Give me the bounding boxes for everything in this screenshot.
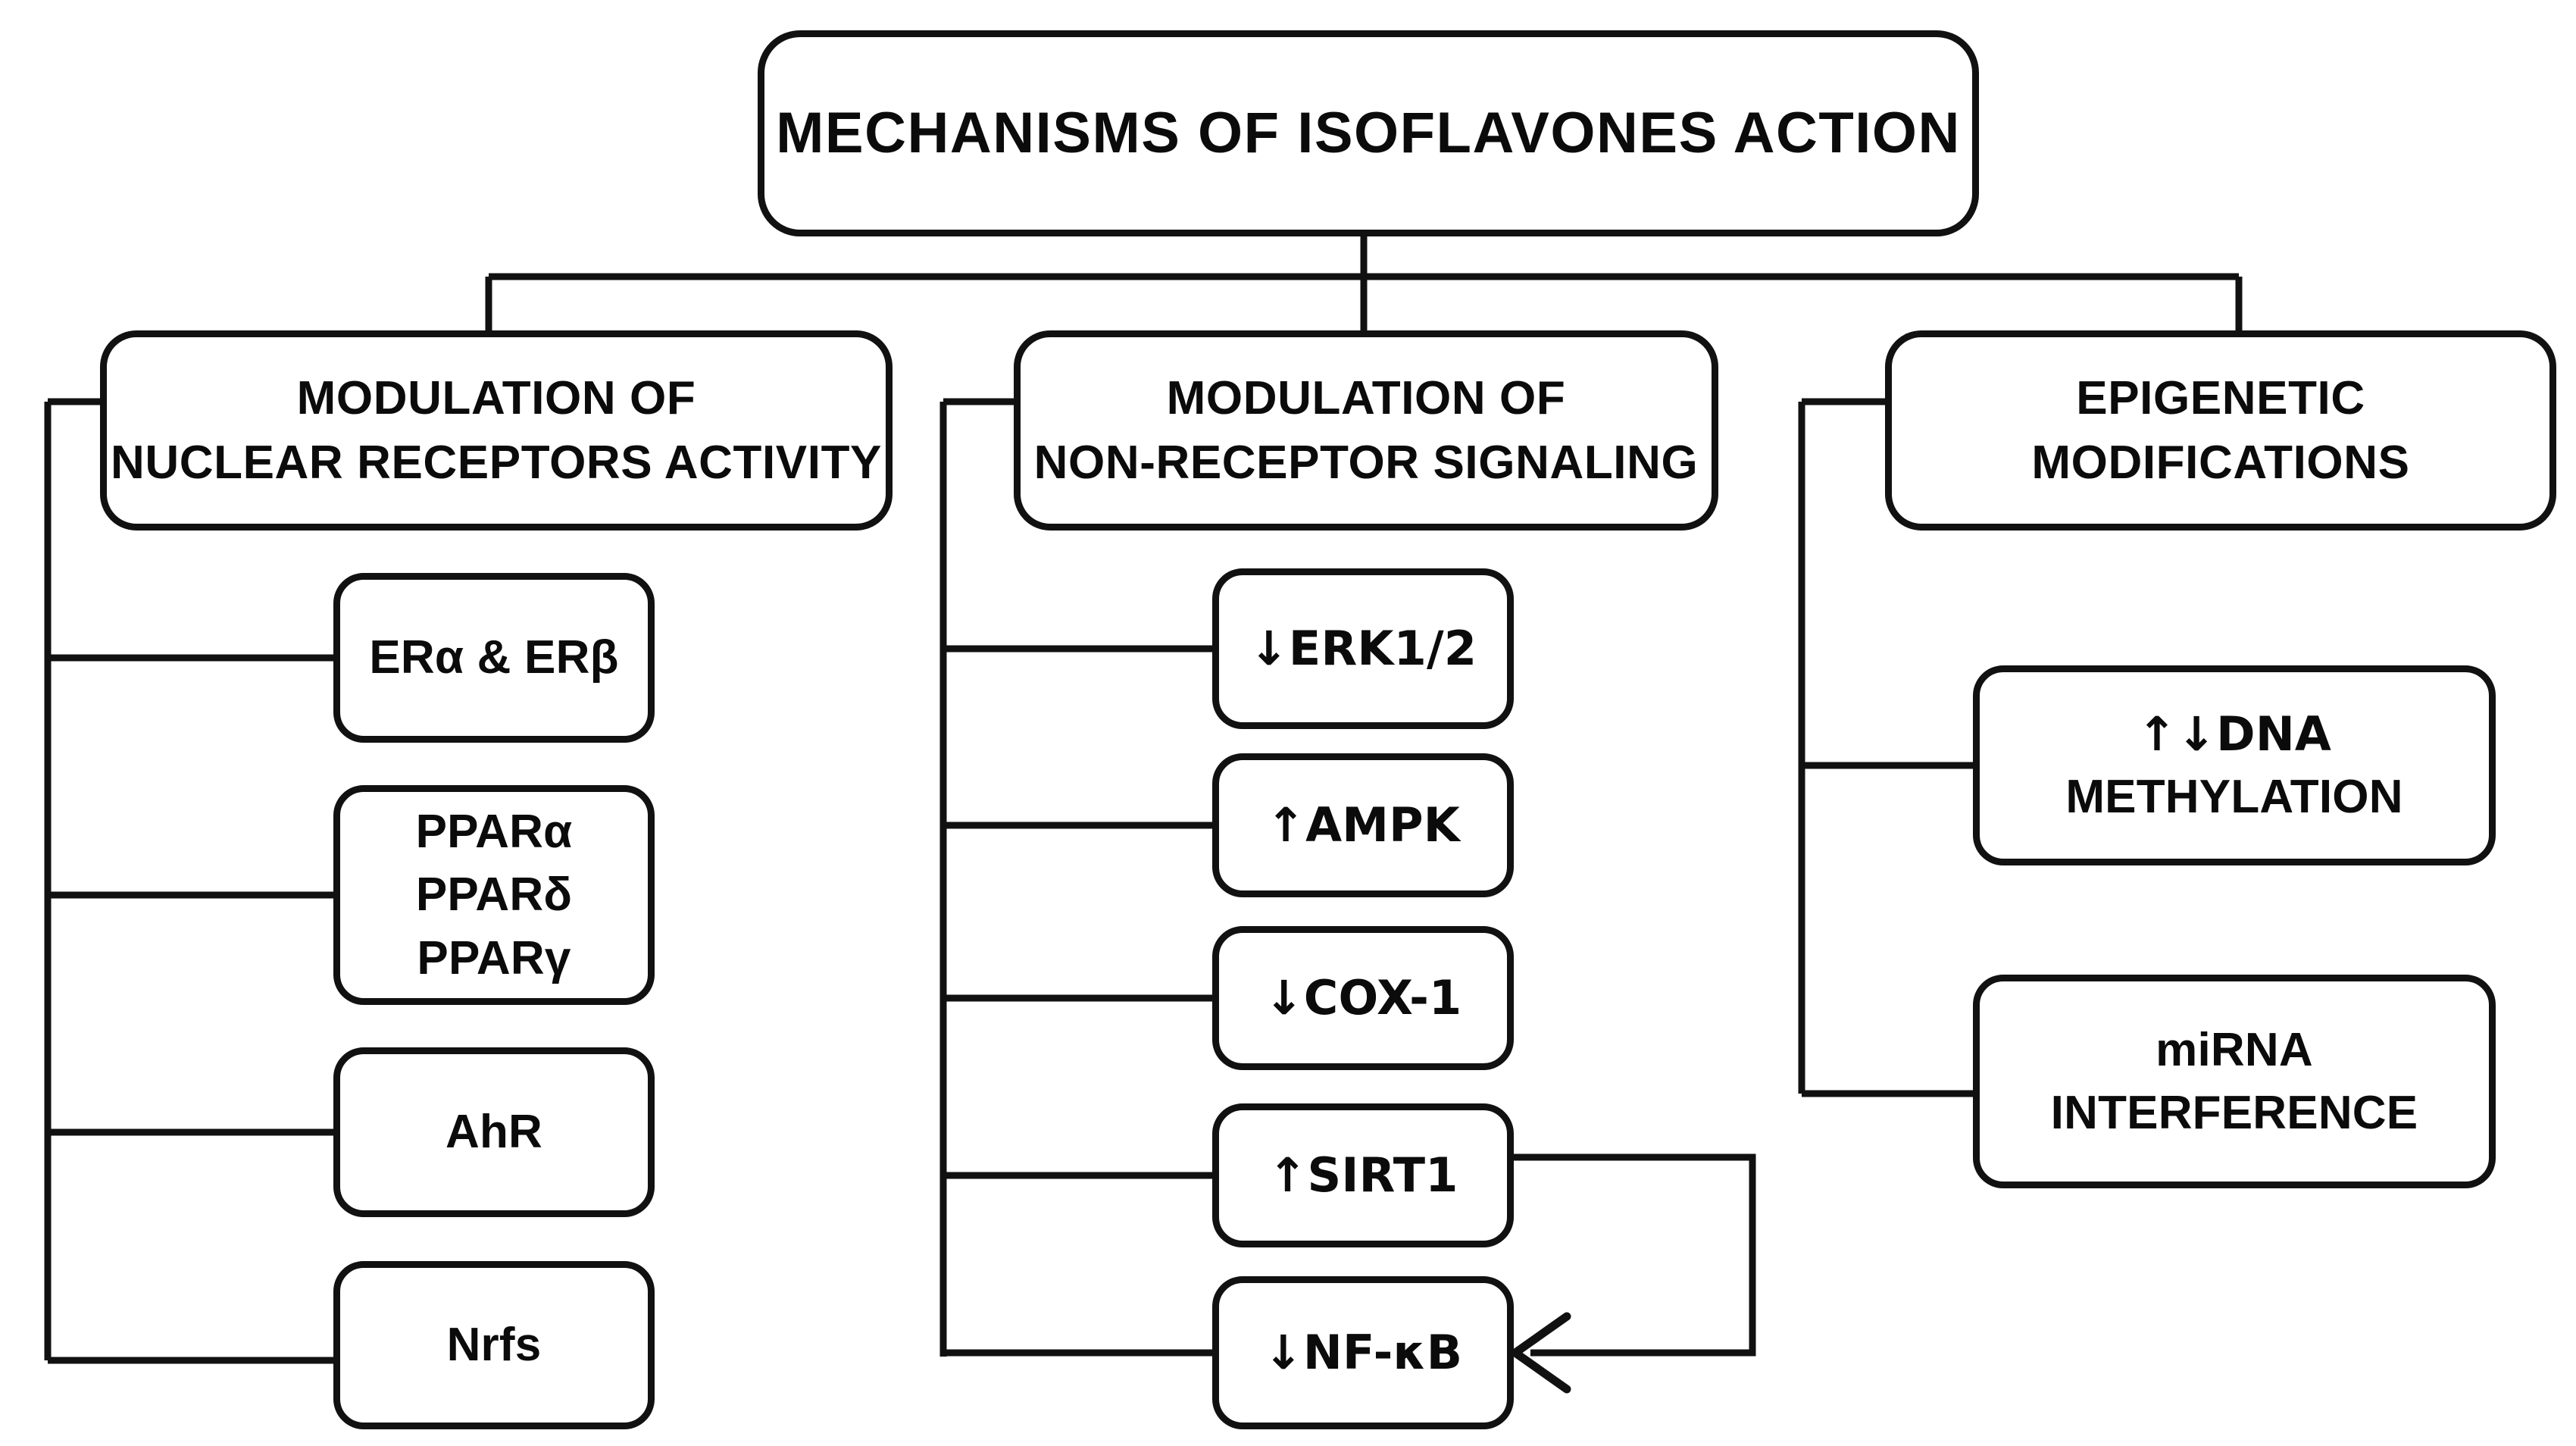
leaf-node-ahr[interactable]: AhR: [333, 1047, 655, 1217]
leaf-label-line-1: miRNA: [2156, 1023, 2313, 1076]
category-header-line-1: EPIGENETIC: [2076, 371, 2365, 424]
leaf-label: ↓COX-1: [1264, 970, 1462, 1026]
leaf-label: ↓NF-κB: [1263, 1325, 1463, 1381]
leaf-label: Nrfs: [446, 1319, 542, 1372]
leaf-node-cox-1[interactable]: ↓COX-1: [1212, 926, 1514, 1070]
category-header-line-2: NON-RECEPTOR SIGNALING: [1033, 437, 1699, 489]
leaf-label-line-1: PPARα: [415, 806, 573, 859]
category-header-epigenetic-modifications[interactable]: EPIGENETIC MODIFICATIONS: [1885, 330, 2556, 531]
category-header-nuclear-receptors[interactable]: MODULATION OF NUCLEAR RECEPTORS ACTIVITY: [100, 330, 893, 531]
leaf-node-er-alpha-beta[interactable]: ERα & ERβ: [333, 573, 655, 743]
leaf-label: ERα & ERβ: [369, 631, 619, 684]
category-header-line-1: MODULATION OF: [1166, 371, 1566, 424]
category-header-line-2: NUCLEAR RECEPTORS ACTIVITY: [110, 437, 882, 489]
leaf-label: ↑SIRT1: [1268, 1147, 1458, 1203]
leaf-node-erk1-2[interactable]: ↓ERK1/2: [1212, 568, 1514, 729]
leaf-node-mirna-interference[interactable]: miRNA INTERFERENCE: [1973, 975, 2496, 1188]
leaf-label-line-2: METHYLATION: [2065, 771, 2403, 823]
category-header-line-2: MODIFICATIONS: [2031, 437, 2410, 489]
leaf-node-nrfs[interactable]: Nrfs: [333, 1261, 655, 1429]
category-header-line-1: MODULATION OF: [296, 371, 696, 424]
leaf-label-line-2: PPARδ: [415, 869, 573, 922]
leaf-node-sirt1[interactable]: ↑SIRT1: [1212, 1103, 1514, 1247]
leaf-label: ↑AMPK: [1265, 797, 1461, 853]
edge-sirt1-to-nfkb-loop: [1514, 1153, 1756, 1357]
leaf-node-ampk[interactable]: ↑AMPK: [1212, 753, 1514, 897]
arrowhead-into-nfkb: [1511, 1312, 1571, 1394]
leaf-node-nf-kappa-b[interactable]: ↓NF-κB: [1212, 1276, 1514, 1429]
leaf-label-line-3: PPARγ: [417, 931, 571, 984]
leaf-label-line-1: ↑↓DNA: [2137, 706, 2332, 762]
category-header-non-receptor-signaling[interactable]: MODULATION OF NON-RECEPTOR SIGNALING: [1014, 330, 1718, 531]
leaf-node-ppar[interactable]: PPARα PPARδ PPARγ: [333, 785, 655, 1005]
leaf-node-dna-methylation[interactable]: ↑↓DNA METHYLATION: [1973, 665, 2496, 865]
title-node[interactable]: MECHANISMS OF ISOFLAVONES ACTION: [758, 30, 1979, 236]
title-node-label: MECHANISMS OF ISOFLAVONES ACTION: [776, 101, 1961, 166]
leaf-label: AhR: [445, 1106, 543, 1159]
leaf-label-line-2: INTERFERENCE: [2050, 1087, 2418, 1139]
leaf-label: ↓ERK1/2: [1249, 621, 1477, 677]
